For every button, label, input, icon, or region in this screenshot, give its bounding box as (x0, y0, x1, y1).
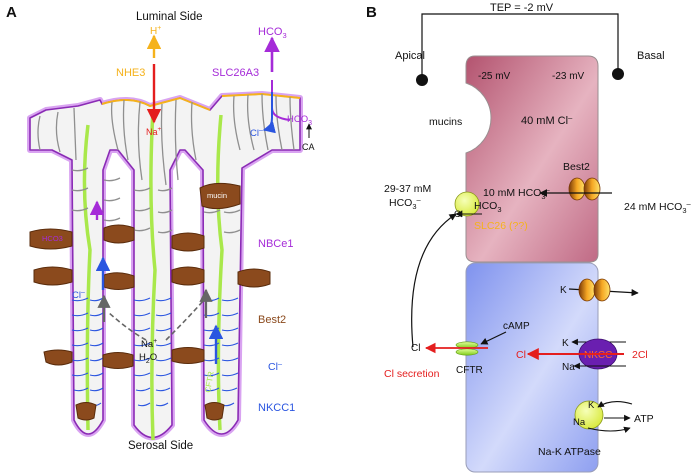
nkcc1-label: NKCC1 (258, 402, 295, 414)
panel-b-letter: B (366, 4, 377, 21)
slc26a3-label: SLC26A3 (212, 67, 259, 79)
nhe3-label: NHE3 (116, 67, 145, 79)
goblet-cells (29, 182, 271, 421)
slc26-exchanger-icon (454, 191, 480, 217)
tep-label: TEP = -2 mV (490, 2, 554, 14)
goblet-cell-mucin (199, 182, 241, 210)
nkcc-2cl-label: 2Cl (632, 349, 648, 361)
slc26-label: SLC26 (??) (474, 220, 528, 232)
k-channel-icon (578, 278, 611, 302)
water-path-left (107, 311, 147, 341)
atp-label: ATP (634, 413, 654, 425)
atp-k-influx-arrow (597, 401, 633, 408)
crypt-lumen-middle (149, 109, 157, 441)
nkcc-cl-label: Cl (516, 349, 526, 361)
k-top-label: K (560, 285, 567, 296)
best2-label-b: Best2 (563, 161, 590, 173)
h-plus-label: H+ (150, 25, 161, 37)
na-plus-label: Na+ (141, 338, 157, 350)
hco3-24-label: 24 mM HCO3– (624, 199, 692, 215)
serosal-side-label: Serosal Side (128, 440, 193, 452)
hco3-crypt-label: HCO3 (42, 234, 63, 243)
atp-na-efflux-arrow (587, 426, 631, 434)
tep-circuit-wire (421, 13, 619, 80)
mv-left-label: -25 mV (478, 71, 511, 82)
water-path-right (165, 299, 205, 341)
hco3-top-label: HCO3 (258, 26, 287, 40)
apical-label: Apical (395, 50, 425, 62)
cftr-label-b: CFTR (456, 365, 483, 376)
best2-channel-icon (568, 177, 601, 201)
crypt-lumen-left (82, 124, 92, 431)
h2o-label: H2O (139, 352, 157, 365)
camp-arrow (480, 331, 507, 345)
crypt-lumen-right (216, 114, 224, 431)
cftr-label-a: CFTR (203, 371, 216, 394)
cftr-channel-icon (455, 341, 479, 356)
cl-top-label: Cl– (250, 127, 263, 139)
panel-a-letter: A (6, 4, 17, 21)
cl-right-label: Cl– (268, 359, 283, 373)
cl-out-label: Cl (411, 343, 420, 354)
nkcc-na-label: Na (562, 362, 575, 373)
nak-atpase-label: Na-K ATPase (538, 446, 601, 458)
mv-right-label: -23 mV (552, 71, 585, 82)
hco3-ext-line1: 29-37 mM (384, 183, 431, 195)
cl-secretion-label: Cl secretion (384, 368, 440, 380)
atp-na-label: Na (573, 417, 586, 428)
panel-b: B TEP = -2 mV Apical Basal -25 mV -23 mV… (366, 2, 692, 473)
nkcc-k-label: K (562, 338, 569, 349)
basal-label: Basal (637, 50, 665, 62)
camp-label: cAMP (503, 321, 530, 332)
nkcc-label: NKCC (584, 350, 612, 361)
hco3-10-label: 10 mM HCO3– (483, 185, 551, 201)
na-plus-top-label: Na+ (146, 126, 162, 137)
mucin-label: mucin (207, 191, 227, 200)
cl-recycle-arrow (411, 213, 457, 348)
slc-hco3-label: HCO3 (474, 200, 502, 214)
best2-label-a: Best2 (258, 314, 286, 326)
enterocyte-cell-body (465, 262, 599, 473)
ca-label: CA (302, 142, 315, 152)
basal-electrode (612, 68, 624, 80)
goblet-cell-body (465, 55, 599, 263)
cl-40-label: 40 mM Cl– (521, 113, 573, 127)
atp-k-label: K (588, 400, 595, 411)
nbce1-label: NBCe1 (258, 238, 293, 250)
cl-influx-arrow (262, 92, 276, 134)
apical-electrode (416, 74, 428, 86)
panel-a: A Luminal Side (6, 4, 315, 452)
cl-left-label: Cl– (72, 289, 85, 301)
luminal-side-label: Luminal Side (136, 11, 202, 23)
hco3-ext-line2: HCO3– (389, 195, 422, 211)
mucins-label: mucins (429, 116, 462, 128)
nak-atpase-icon (574, 400, 604, 430)
